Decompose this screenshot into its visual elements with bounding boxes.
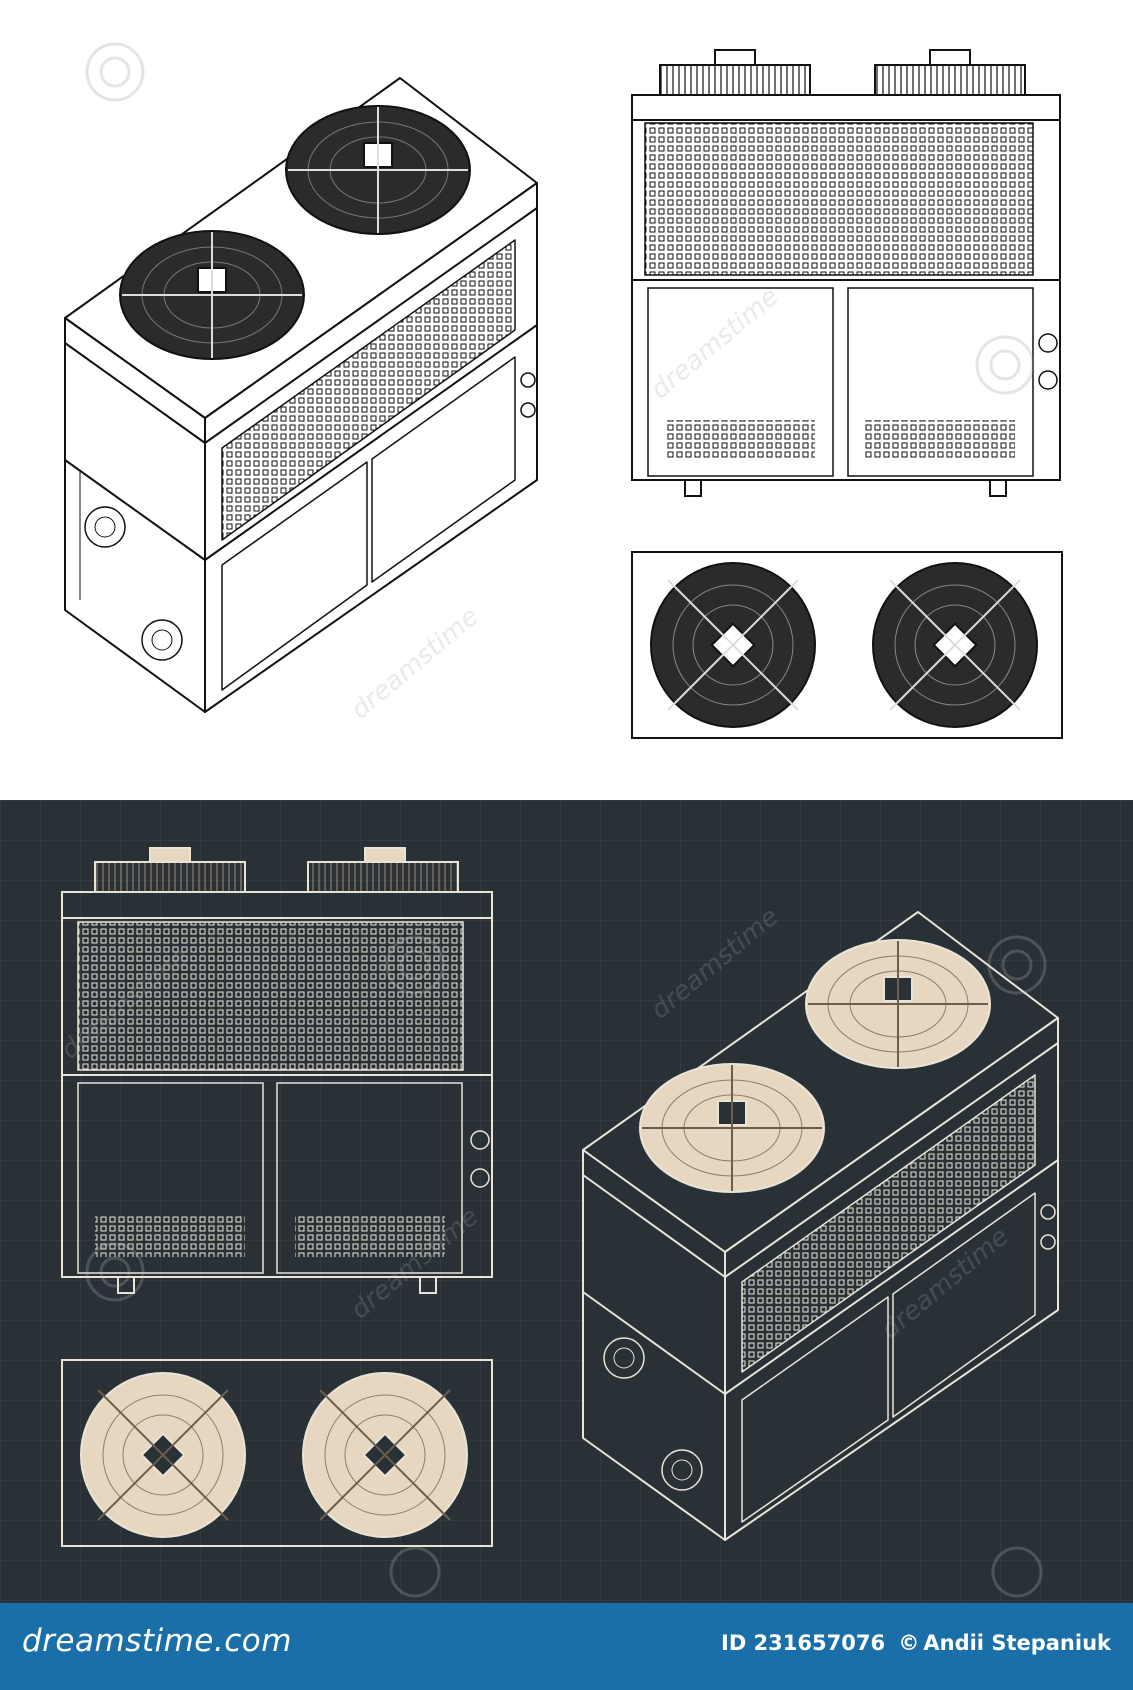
watermark-spiral-icon xyxy=(991,1546,1043,1598)
light-top-fan-2 xyxy=(872,562,1038,728)
dark-top-fan-1 xyxy=(80,1372,246,1538)
watermark-spiral-icon xyxy=(99,1256,131,1288)
watermark-spiral-icon xyxy=(987,935,1047,995)
dark-top-fan-2 xyxy=(302,1372,468,1538)
dark-iso-fan-1 xyxy=(639,1063,825,1193)
footer-credit: ID 231657076 ©Andii Stepaniuk xyxy=(715,1631,1111,1655)
watermark-spiral-icon xyxy=(85,42,145,102)
watermark-spiral-icon xyxy=(975,335,1035,395)
light-iso-fan-2 xyxy=(285,105,471,235)
watermark-spiral-icon xyxy=(989,349,1021,381)
copyright-icon: © xyxy=(898,1631,920,1655)
footer-brand[interactable]: dreamstime.com xyxy=(22,1623,292,1659)
watermark-spiral-icon xyxy=(1001,949,1033,981)
light-top-view xyxy=(631,551,1063,739)
watermark-spiral-icon xyxy=(99,56,131,88)
light-isometric-view xyxy=(64,77,538,713)
light-front-view xyxy=(631,49,1061,497)
watermark-spiral-icon xyxy=(85,1242,145,1302)
watermark-spiral-group xyxy=(85,42,1047,1598)
watermark-spiral-icon xyxy=(399,949,431,981)
light-top-fan-1 xyxy=(650,562,816,728)
watermark-spiral-icon xyxy=(389,1546,441,1598)
dark-isometric-view xyxy=(582,911,1059,1541)
dark-front-view xyxy=(61,847,493,1294)
footer-bar: dreamstime.com ID 231657076 ©Andii Stepa… xyxy=(0,1603,1133,1690)
dark-top-view xyxy=(61,1359,493,1547)
image-id: ID 231657076 xyxy=(721,1631,886,1655)
dark-iso-fan-2 xyxy=(805,939,991,1069)
light-iso-fan-1 xyxy=(119,230,305,360)
watermark-spiral-icon xyxy=(385,935,445,995)
author-name[interactable]: Andii Stepaniuk xyxy=(923,1631,1111,1655)
